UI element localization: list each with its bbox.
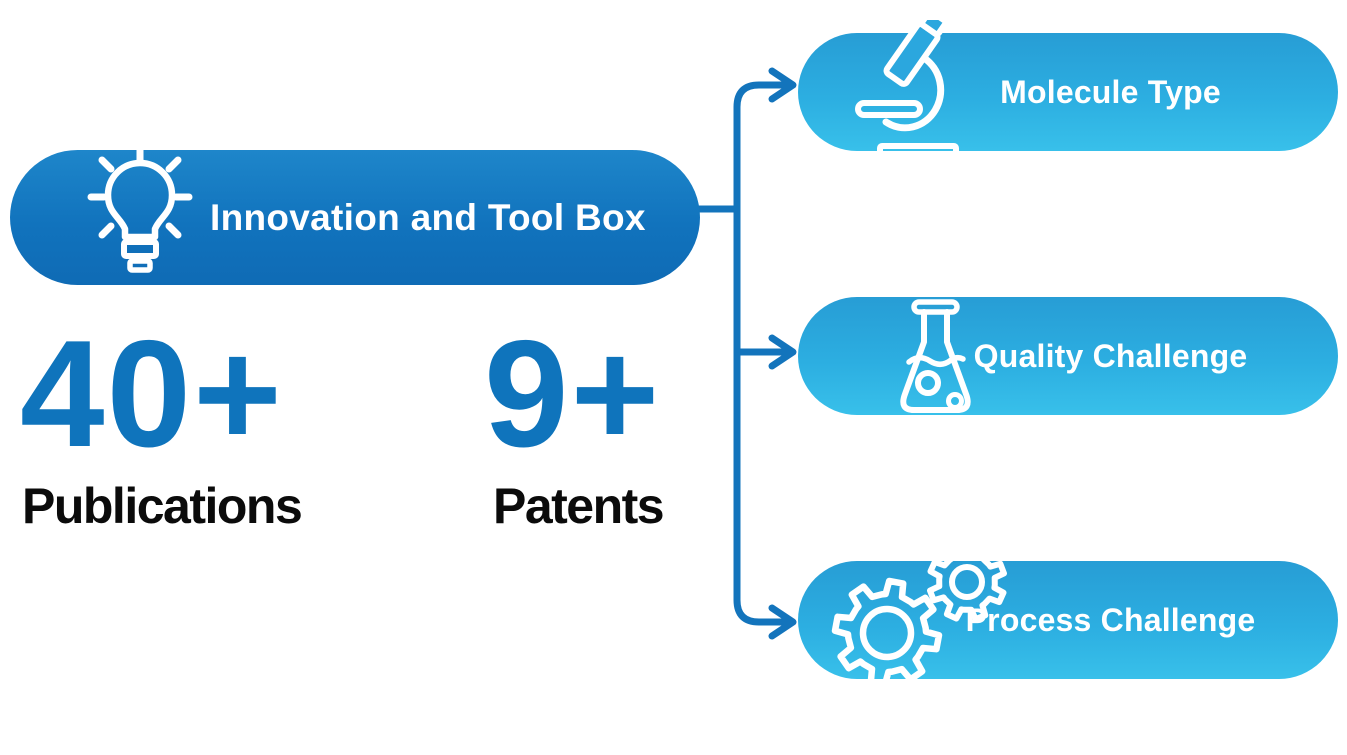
branch-node-label: Process Challenge xyxy=(965,601,1256,638)
main-node-innovation-toolbox: Innovation and Tool Box xyxy=(10,146,700,285)
branch-node-label: Molecule Type xyxy=(1000,73,1221,110)
branch-node-molecule-type: Molecule Type xyxy=(798,20,1338,162)
flask-icon xyxy=(900,299,971,413)
arrowhead-bottom xyxy=(768,604,797,640)
branch-node-quality-challenge: Quality Challenge xyxy=(798,297,1338,415)
stat-publications-label: Publications xyxy=(22,478,303,534)
main-node-label: Innovation and Tool Box xyxy=(210,196,646,238)
branch-node-process-challenge: Process Challenge xyxy=(798,543,1338,689)
arrowhead-middle xyxy=(768,334,797,370)
stat-patents-label: Patents xyxy=(493,478,665,534)
branch-node-label: Quality Challenge xyxy=(973,337,1248,374)
microscope-icon xyxy=(855,20,959,162)
stat-patents-value: 9+ xyxy=(484,309,662,479)
lightbulb-icon xyxy=(87,146,193,273)
arrowhead-top xyxy=(768,67,797,103)
stat-publications-value: 40+ xyxy=(20,309,284,479)
